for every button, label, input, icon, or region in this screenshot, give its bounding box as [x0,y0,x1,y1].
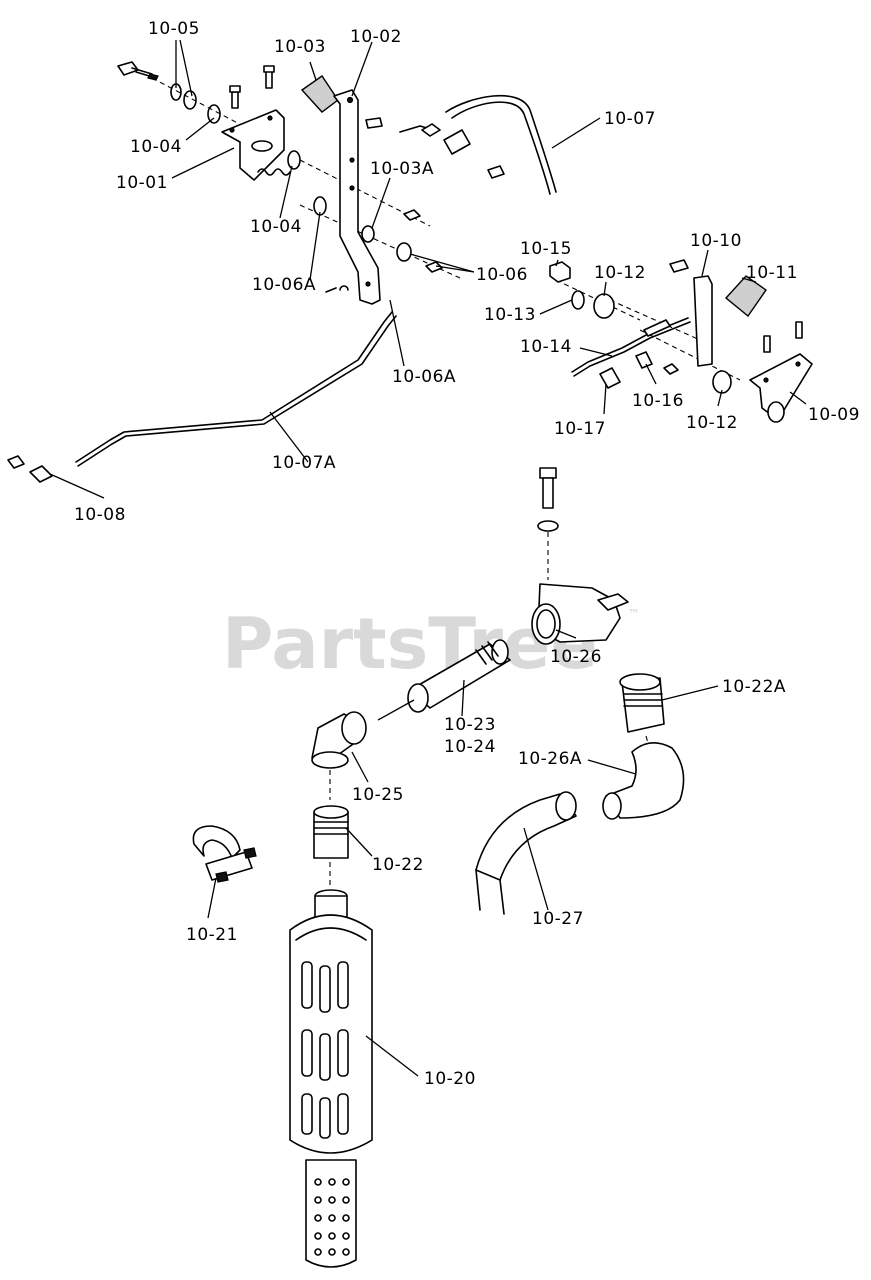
nipple-10-22 [313,805,349,859]
callout-10-07A: 10-07A [272,453,336,473]
callout-10-21: 10-21 [186,925,238,945]
knob-10-03 [300,75,339,113]
bracket-10-09 [749,353,813,423]
callout-10-14: 10-14 [520,337,572,357]
callout-10-24: 10-24 [444,737,496,757]
bolt-10-05 [117,61,221,124]
elbow-10-26 [531,583,629,645]
callout-10-01: 10-01 [116,173,168,193]
hose-10-27 [475,791,577,915]
nipple-10-22A [619,673,665,733]
callout-10-22: 10-22 [372,855,424,875]
callout-10-16: 10-16 [632,391,684,411]
callout-10-26: 10-26 [550,647,602,667]
callout-10-12-upper: 10-12 [594,263,646,283]
clamp-10-21 [192,825,257,883]
elbow-10-26A [602,742,685,820]
callout-10-25: 10-25 [352,785,404,805]
lever-10-02 [333,89,381,305]
callout-10-04-upper: 10-04 [130,137,182,157]
callout-10-07: 10-07 [604,109,656,129]
callout-10-09: 10-09 [808,405,860,425]
knob-10-11 [724,275,767,318]
callout-labels: 10-05 10-03 10-02 10-07 10-04 10-01 10-0… [74,19,860,1089]
pipe-10-23 [407,639,511,713]
bracket-10-01 [221,109,285,181]
callout-10-17: 10-17 [554,419,606,439]
muffler-10-20 [289,889,373,1268]
choke-assembly [549,259,813,423]
callout-10-27: 10-27 [532,909,584,929]
callout-10-26A: 10-26A [518,749,582,769]
callout-10-08: 10-08 [74,505,126,525]
callout-10-02: 10-02 [350,27,402,47]
callout-10-06A-upper: 10-06A [252,275,316,295]
callout-10-23: 10-23 [444,715,496,735]
watermark-trademark: ™ [628,607,640,621]
callout-10-06: 10-06 [476,265,528,285]
callout-10-13: 10-13 [484,305,536,325]
elbow-10-25 [311,711,367,769]
lever-10-10 [693,275,713,367]
rod-10-07A [75,311,397,467]
callout-10-04-lower: 10-04 [250,217,302,237]
callout-10-05: 10-05 [148,19,200,39]
callout-10-10: 10-10 [690,231,742,251]
nut-10-15 [549,261,571,283]
cable-10-07 [399,94,557,195]
leader-lines [49,39,807,1077]
callout-10-22A: 10-22A [722,677,786,697]
callout-10-11: 10-11 [746,263,798,283]
callout-10-12-lower: 10-12 [686,413,738,433]
throttle-control-assembly [7,61,557,483]
exhaust-assembly [192,467,685,1268]
callout-10-03: 10-03 [274,37,326,57]
callout-10-15: 10-15 [520,239,572,259]
callout-10-20: 10-20 [424,1069,476,1089]
callout-10-03A: 10-03A [370,159,434,179]
callout-10-06A-lower: 10-06A [392,367,456,387]
